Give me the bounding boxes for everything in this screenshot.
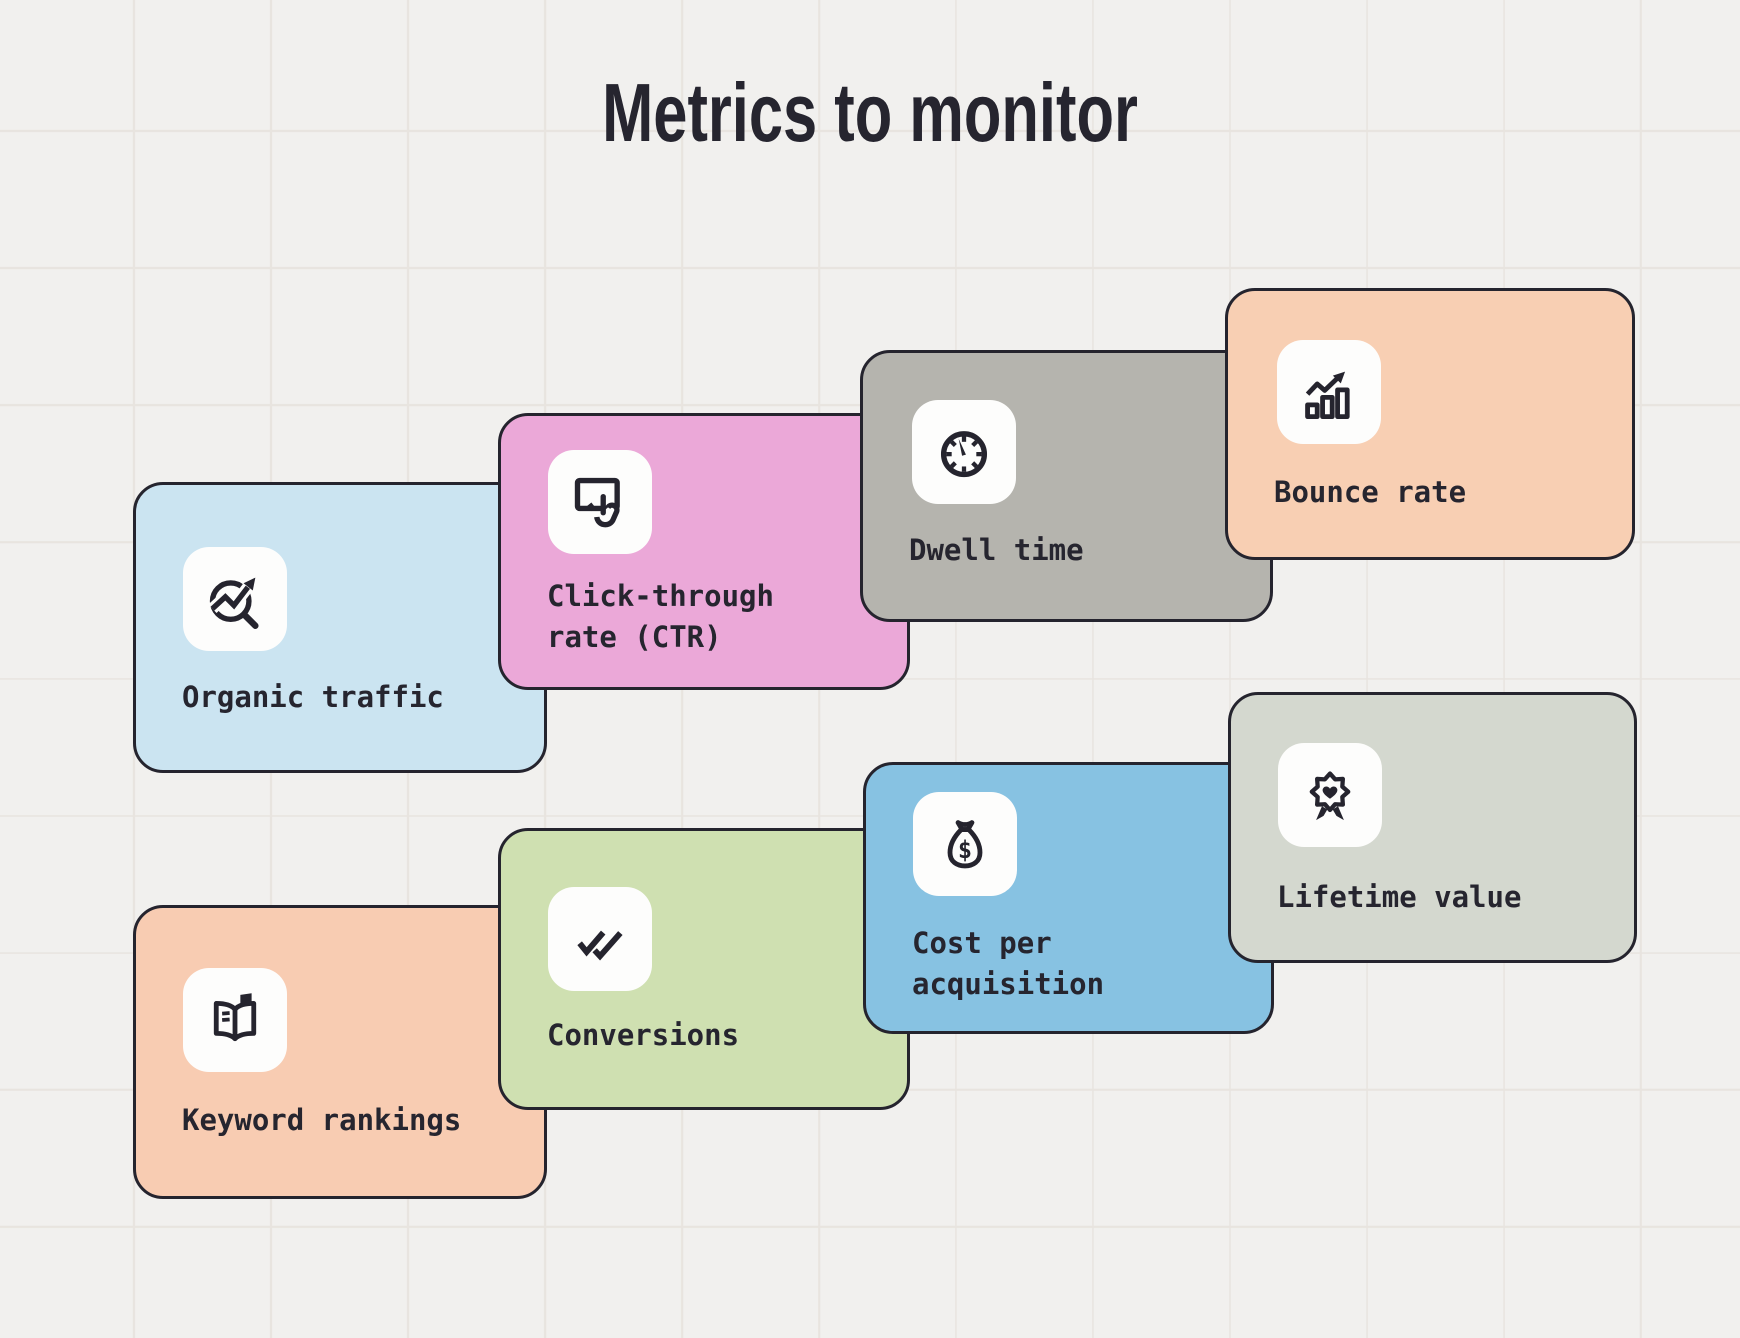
card-label: Lifetime value [1277,880,1522,914]
icon-tile [183,547,287,651]
card-label: Keyword rankings [182,1103,462,1137]
double-check-icon [577,930,623,961]
search-trend-icon [208,577,259,629]
svg-text:$: $ [958,836,972,864]
award-heart-icon [1309,771,1351,821]
card-click-through-rate: Click-through rate (CTR) [498,413,910,690]
page-title: Metrics to monitor [602,66,1138,159]
icon-tile: $ [913,792,1017,896]
screen-tap-icon [574,477,620,528]
clock-icon [940,431,988,478]
icon-tile [1278,743,1382,847]
card-label: Click-through rate (CTR) [547,579,774,654]
card-conversions: Conversions [498,828,910,1110]
icon-tile [548,450,652,554]
open-book-bookmark-icon [213,993,257,1042]
money-bag-icon: $ [947,820,983,869]
icon-tile [912,400,1016,504]
card-keyword-rankings: Keyword rankings [133,905,547,1199]
card-organic-traffic: Organic traffic [133,482,547,773]
card-label: Conversions [547,1018,740,1052]
card-label: Organic traffic [182,680,444,714]
bar-chart-trend-icon [1305,371,1350,420]
icon-tile [1277,340,1381,444]
icon-tile [183,968,287,1072]
card-cost-per-acquisition: $ Cost per acquisition [863,762,1274,1034]
card-dwell-time: Dwell time [860,350,1273,622]
card-label: Cost per acquisition [912,926,1105,1001]
card-label: Bounce rate [1274,475,1467,509]
icon-tile [548,887,652,991]
card-lifetime-value: Lifetime value [1228,692,1637,963]
card-label: Dwell time [909,533,1084,567]
card-bounce-rate: Bounce rate [1225,288,1635,560]
